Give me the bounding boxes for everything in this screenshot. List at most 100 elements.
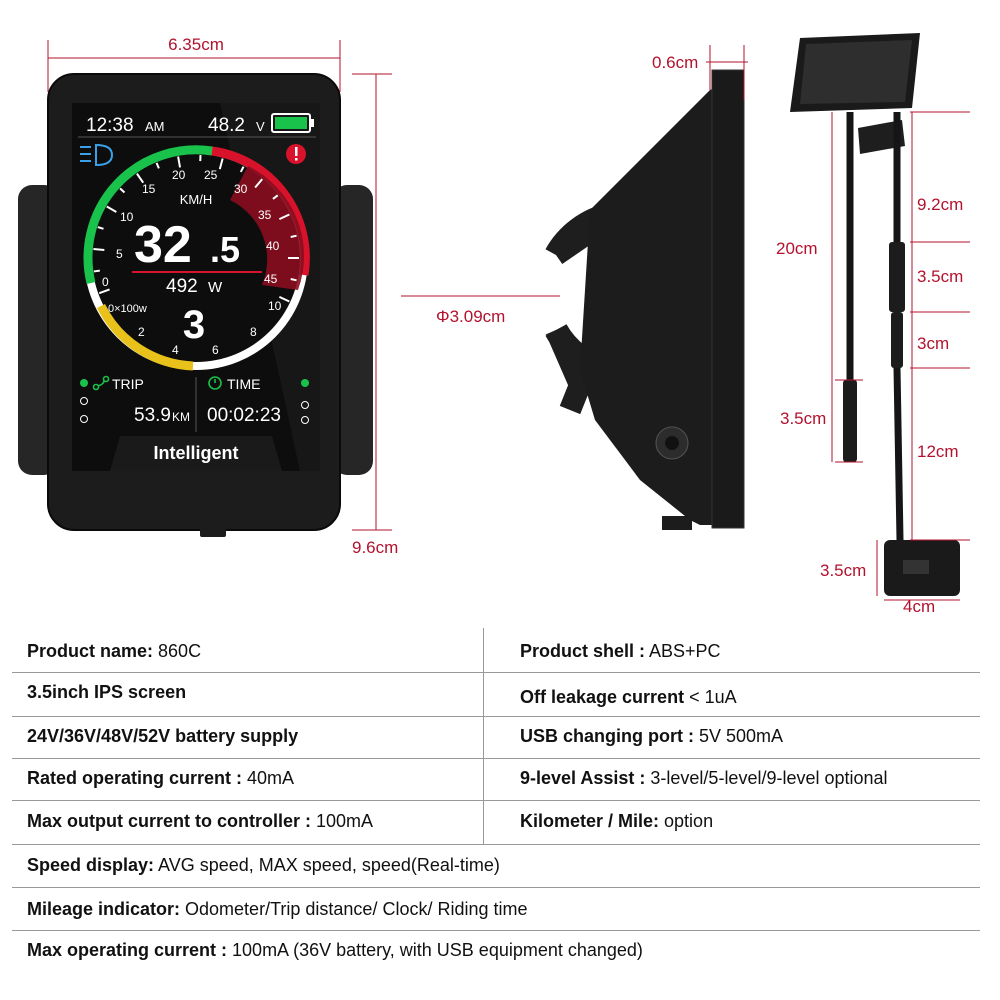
assist-level: 3	[183, 303, 205, 347]
row-divider	[12, 800, 980, 801]
spec-value: 860C	[153, 641, 202, 661]
gauge-tick	[93, 269, 100, 273]
gauge-tick	[93, 248, 105, 251]
width-label: 6.35cm	[168, 35, 224, 54]
display-unit: 12:38 AM 48.2 V	[18, 73, 373, 537]
power-tick: 4	[172, 343, 179, 357]
elapsed-time: 00:02:23	[207, 405, 281, 426]
cable-a-label: 9.2cm	[917, 195, 963, 214]
speed-gauge: 0 5 10 15 20 25 30 35 40 45 KM/H 32 .5 4…	[83, 145, 310, 371]
trip-unit: KM	[172, 410, 190, 424]
spec-label: Max operating current :	[27, 940, 228, 960]
voltage-unit: V	[256, 119, 265, 134]
speed-tick: 35	[258, 208, 272, 222]
speed-integer: 32	[134, 216, 192, 274]
spec-label: Rated operating current :	[27, 768, 243, 788]
height-dimension	[352, 73, 392, 531]
gauge-tick	[272, 194, 279, 200]
speed-tick: 15	[142, 182, 156, 196]
time-label: TIME	[227, 376, 260, 392]
clamp-label: Φ3.09cm	[436, 307, 505, 326]
speed-tick: 20	[172, 168, 186, 182]
spec-value: AVG speed, MAX speed, speed(Real-time)	[154, 855, 500, 875]
gauge-tick	[254, 178, 263, 189]
battery-voltage: 48.2	[208, 115, 245, 136]
trip-icon	[92, 375, 110, 391]
cable-c-label: 3cm	[917, 334, 949, 353]
gauge-tick	[119, 187, 126, 194]
row-divider	[12, 844, 980, 845]
row-divider	[12, 716, 980, 717]
column-divider	[483, 628, 484, 845]
spec-label: Kilometer / Mile:	[520, 811, 660, 831]
gauge-tick	[155, 162, 160, 169]
headlight-icon	[80, 143, 114, 167]
cable-e-label: 12cm	[917, 442, 959, 461]
spec-label: Max output current to controller :	[27, 811, 312, 831]
battery-icon	[271, 113, 314, 133]
gauge-tick	[278, 213, 290, 221]
brand-logo: Intelligent	[154, 443, 239, 463]
gauge-tick	[98, 288, 110, 295]
cable-b-label: 3.5cm	[917, 267, 963, 286]
gauge-tick	[106, 205, 117, 213]
spec-label: 9-level Assist :	[520, 768, 646, 788]
spec-value: Odometer/Trip distance/ Clock/ Riding ti…	[180, 899, 528, 919]
speed-decimal: .5	[210, 229, 240, 270]
speed-tick: 25	[204, 168, 218, 182]
cable-assembly	[790, 33, 960, 596]
clock-suffix: AM	[145, 119, 165, 134]
row-divider	[12, 930, 980, 931]
spec-label: Mileage indicator:	[27, 899, 181, 919]
power-value: 492	[166, 276, 198, 297]
spec-label: 3.5inch IPS screen	[27, 682, 187, 702]
spec-value: 5V 500mA	[694, 726, 784, 746]
width-dimension	[47, 40, 341, 92]
power-tick: 6	[212, 343, 219, 357]
gauge-tick	[177, 156, 182, 168]
spec-label: 24V/36V/48V/52V battery supply	[27, 726, 299, 746]
cable-total-label: 20cm	[776, 239, 818, 258]
speed-tick: 5	[116, 247, 123, 261]
depth-label: 0.6cm	[652, 53, 698, 72]
power-tick: 8	[250, 325, 257, 339]
spec-value: option	[659, 811, 714, 831]
gauge-tick	[97, 226, 104, 230]
side-profile-mount	[545, 69, 745, 530]
cable-dimensions	[831, 111, 970, 601]
row-divider	[12, 758, 980, 759]
spec-label: Speed display:	[27, 855, 155, 875]
svg-text:0: 0	[102, 275, 109, 289]
gauge-tick	[290, 234, 297, 238]
power-tick: 2	[138, 325, 145, 339]
gauge-tick	[278, 295, 290, 303]
speed-unit: KM/H	[180, 192, 213, 207]
spec-value: < 1uA	[684, 687, 737, 707]
spec-label: Off leakage current	[520, 687, 685, 707]
brake-warning-icon	[286, 144, 306, 164]
spec-value: 100mA (36V battery, with USB equipment c…	[227, 940, 643, 960]
stopwatch-icon	[208, 376, 222, 390]
cable-d-label: 3.5cm	[780, 409, 826, 428]
gauge-tick	[290, 278, 297, 282]
gauge-tick	[239, 166, 245, 173]
gauge-tick	[136, 173, 145, 184]
power-scale-label: 0×100w	[108, 303, 147, 315]
spec-value: 100mA	[311, 811, 374, 831]
clock-time: 12:38	[86, 115, 134, 136]
spec-label: USB changing port :	[520, 726, 694, 746]
spec-value: 3-level/5-level/9-level optional	[645, 768, 888, 788]
gauge-tick	[218, 158, 224, 170]
power-tick: 10	[268, 299, 282, 313]
speed-tick: 30	[234, 182, 248, 196]
depth-dimension	[706, 45, 748, 100]
row-divider	[12, 672, 980, 673]
speed-tick: 45	[264, 272, 278, 286]
connector-width-label: 4cm	[903, 597, 935, 616]
connector-height-label: 3.5cm	[820, 561, 866, 580]
product-illustration: 12:38 AM 48.2 V	[18, 33, 970, 616]
height-label: 9.6cm	[352, 538, 398, 557]
trip-value: 53.9	[134, 405, 171, 426]
row-divider	[12, 887, 980, 888]
spec-value: 40mA	[242, 768, 295, 788]
